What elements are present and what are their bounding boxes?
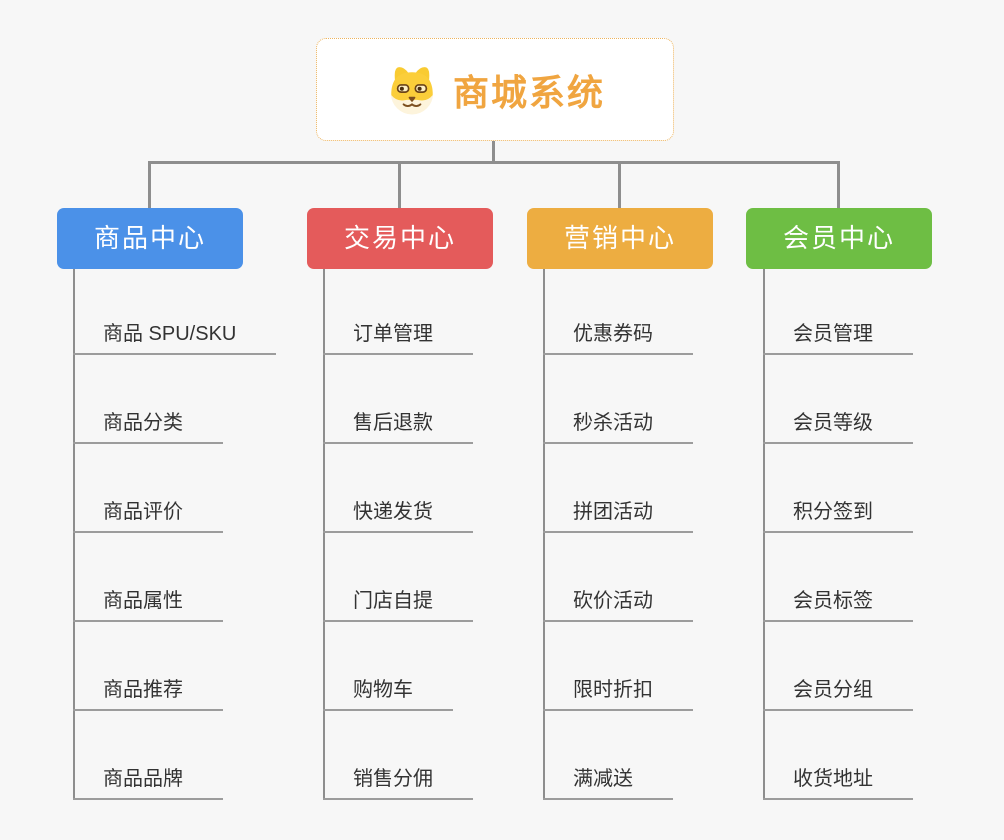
connector-drop-line (837, 161, 840, 209)
leaf-node[interactable]: 商品分类 (73, 406, 223, 444)
leaf-row: 购物车 (323, 622, 573, 711)
leaf-row: 商品推荐 (73, 622, 323, 711)
connector-drop-line (618, 161, 621, 209)
leaf-node[interactable]: 限时折扣 (543, 673, 693, 711)
leaf-row: 会员标签 (763, 533, 1004, 622)
root-title: 商城系统 (452, 71, 605, 113)
root-node-mall-system[interactable]: 商城系统 (316, 38, 674, 141)
branch-children-member: 会员管理 会员等级 积分签到 会员标签 会员分组 收货地址 (763, 269, 1004, 800)
dog-face-icon (385, 63, 439, 117)
leaf-node[interactable]: 门店自提 (323, 584, 473, 622)
branch-node-marketing-center[interactable]: 营销中心 (527, 208, 713, 269)
leaf-node[interactable]: 会员等级 (763, 406, 913, 444)
leaf-row: 砍价活动 (543, 533, 793, 622)
leaf-node[interactable]: 积分签到 (763, 495, 913, 533)
leaf-node[interactable]: 快递发货 (323, 495, 473, 533)
leaf-row: 门店自提 (323, 533, 573, 622)
connector-bus-line (148, 161, 840, 164)
leaf-row: 满减送 (543, 711, 793, 800)
leaf-row: 商品评价 (73, 444, 323, 533)
leaf-row: 销售分佣 (323, 711, 573, 800)
leaf-node[interactable]: 会员管理 (763, 317, 913, 355)
branch-node-member-center[interactable]: 会员中心 (746, 208, 932, 269)
leaf-node[interactable]: 收货地址 (763, 762, 913, 800)
connector-root-stem (492, 141, 495, 163)
leaf-node[interactable]: 会员分组 (763, 673, 913, 711)
leaf-row: 商品属性 (73, 533, 323, 622)
leaf-row: 收货地址 (763, 711, 1004, 800)
branch-children-product: 商品 SPU/SKU 商品分类 商品评价 商品属性 商品推荐 商品品牌 (73, 269, 323, 800)
leaf-node[interactable]: 商品 SPU/SKU (73, 317, 277, 355)
connector-drop-line (148, 161, 151, 209)
leaf-row: 限时折扣 (543, 622, 793, 711)
leaf-node[interactable]: 商品属性 (73, 584, 223, 622)
leaf-node[interactable]: 商品评价 (73, 495, 223, 533)
branch-children-marketing: 优惠券码 秒杀活动 拼团活动 砍价活动 限时折扣 满减送 (543, 269, 793, 800)
leaf-node[interactable]: 购物车 (323, 673, 453, 711)
connector-drop-line (398, 161, 401, 209)
leaf-row: 快递发货 (323, 444, 573, 533)
leaf-row: 积分签到 (763, 444, 1004, 533)
leaf-node[interactable]: 秒杀活动 (543, 406, 693, 444)
branch-node-trade-center[interactable]: 交易中心 (307, 208, 493, 269)
leaf-row: 优惠券码 (543, 269, 793, 355)
leaf-node[interactable]: 满减送 (543, 762, 673, 800)
leaf-row: 秒杀活动 (543, 355, 793, 444)
leaf-row: 会员管理 (763, 269, 1004, 355)
leaf-node[interactable]: 售后退款 (323, 406, 473, 444)
leaf-node[interactable]: 优惠券码 (543, 317, 693, 355)
leaf-node[interactable]: 订单管理 (323, 317, 473, 355)
leaf-node[interactable]: 销售分佣 (323, 762, 473, 800)
leaf-row: 订单管理 (323, 269, 573, 355)
branch-node-product-center[interactable]: 商品中心 (57, 208, 243, 269)
leaf-row: 会员等级 (763, 355, 1004, 444)
leaf-node[interactable]: 砍价活动 (543, 584, 693, 622)
leaf-row: 商品品牌 (73, 711, 323, 800)
leaf-node[interactable]: 商品推荐 (73, 673, 223, 711)
leaf-node[interactable]: 拼团活动 (543, 495, 693, 533)
leaf-row: 拼团活动 (543, 444, 793, 533)
leaf-row: 会员分组 (763, 622, 1004, 711)
leaf-node[interactable]: 商品品牌 (73, 762, 223, 800)
leaf-row: 商品 SPU/SKU (73, 269, 323, 355)
leaf-row: 售后退款 (323, 355, 573, 444)
branch-children-trade: 订单管理 售后退款 快递发货 门店自提 购物车 销售分佣 (323, 269, 573, 800)
leaf-node[interactable]: 会员标签 (763, 584, 913, 622)
leaf-row: 商品分类 (73, 355, 323, 444)
